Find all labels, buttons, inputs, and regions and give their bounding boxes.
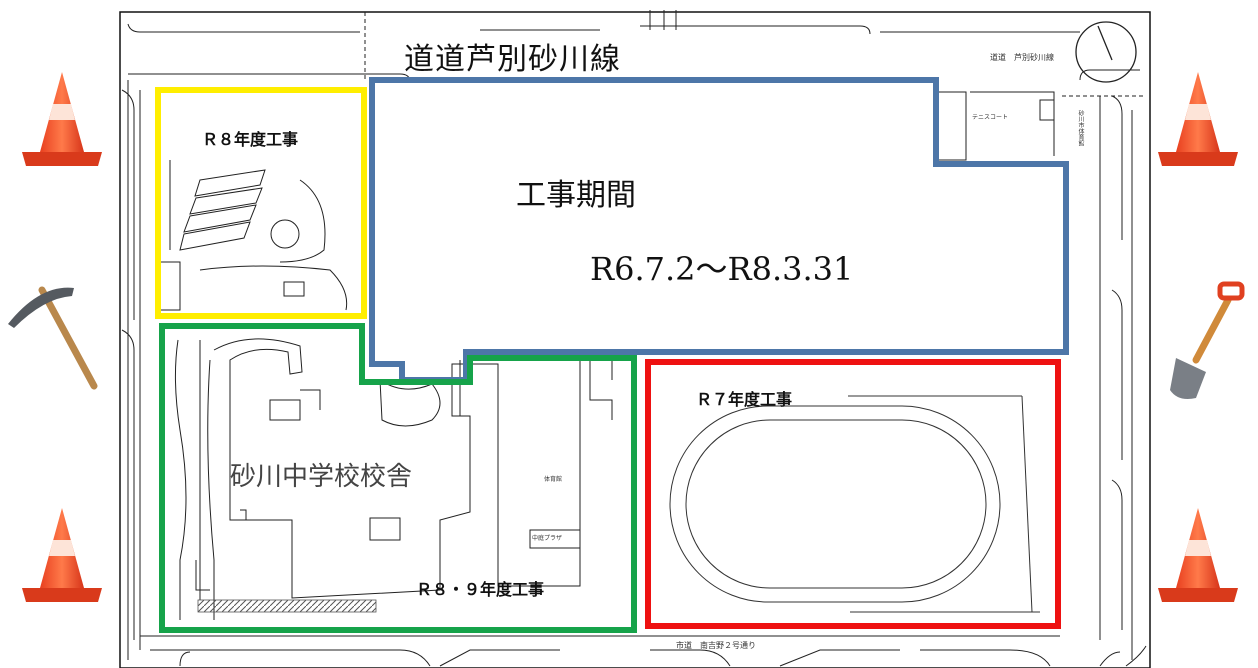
road-linework <box>121 10 1147 667</box>
running-track <box>669 395 1040 613</box>
traffic-cone-icon <box>22 508 102 602</box>
traffic-cone-icon <box>1158 72 1238 166</box>
zone-r89-outline <box>159 323 637 633</box>
tennis-court-label: テニスコート <box>972 114 1009 121</box>
traffic-cone-icon <box>1158 508 1238 602</box>
traffic-cone-icon <box>22 72 102 166</box>
pickaxe-icon <box>8 286 98 390</box>
city-gym-label: 砂川市体育館 <box>1077 110 1084 146</box>
construction-period-dates: R6.7.2～R8.3.31 <box>590 250 854 288</box>
zone-r7-label: Ｒ７年度工事 <box>696 390 793 409</box>
south-road-prefix: 市道 <box>676 641 692 650</box>
zone-r8-outline <box>155 87 367 319</box>
shovel-icon <box>1170 281 1245 399</box>
zone-r89-label: Ｒ８・９年度工事 <box>416 580 545 599</box>
school-building-label: 砂川中学校校舎 <box>230 462 413 492</box>
north-road-name: 道道芦別砂川線 <box>404 42 621 77</box>
zone-r7-outline <box>645 359 1061 629</box>
parking-lot <box>160 160 348 311</box>
north-arrow-icon <box>1075 21 1137 83</box>
hatched-area <box>197 599 377 613</box>
construction-period-title: 工事期間 <box>516 178 636 213</box>
plaza-label: 中庭プラザ <box>532 535 563 542</box>
zone-r6-outline <box>369 77 1069 383</box>
gym-label: 体育館 <box>544 476 563 483</box>
south-road-name: 南吉野２号通り <box>700 641 756 650</box>
zone-r8-label: Ｒ８年度工事 <box>202 130 299 149</box>
north-road-small-label: 道道 芦別砂川線 <box>990 53 1054 62</box>
school-building-outline <box>174 338 613 620</box>
